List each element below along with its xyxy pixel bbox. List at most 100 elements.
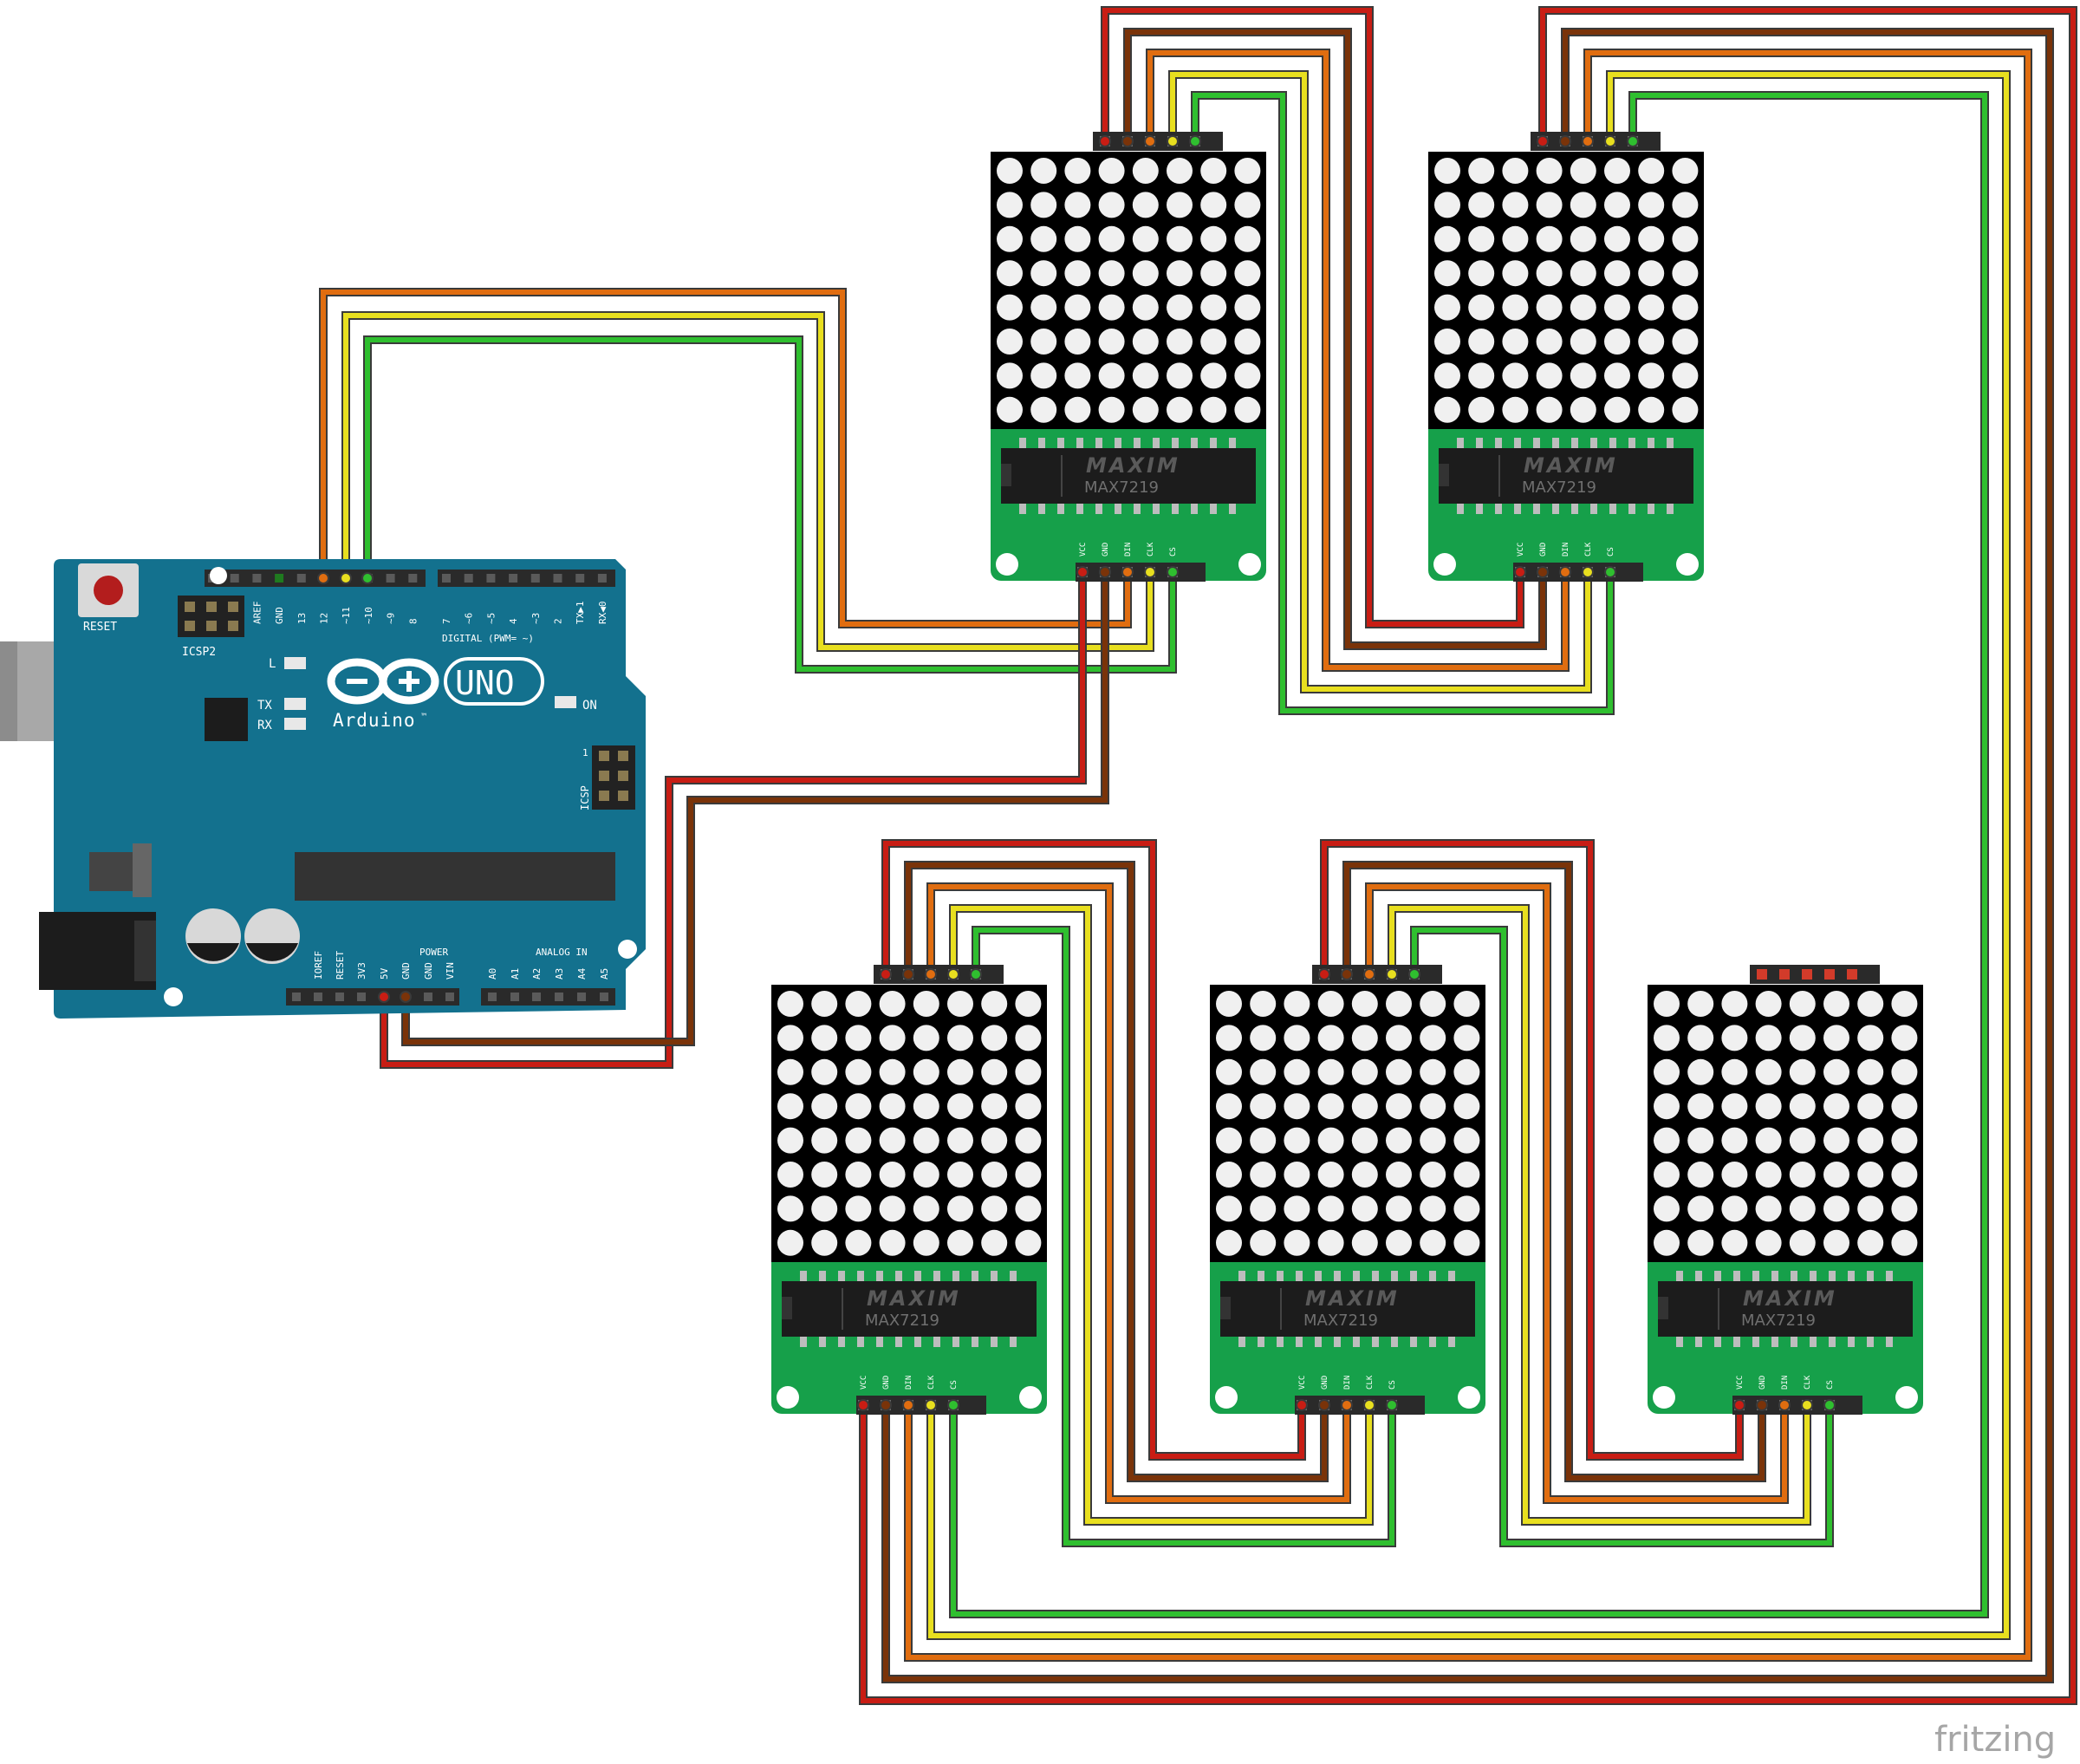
module-top-pin [1847,969,1857,980]
chip-brand: MAXIM [1743,1286,1837,1311]
led-dot [879,1127,906,1154]
wire-endpoints [317,135,1836,1411]
icsp-label: ICSP [579,785,591,810]
wire-m3-m2-cs [951,93,1987,1617]
wire-end [947,1399,959,1411]
module-pin-label: DIN [1562,543,1570,557]
chip-leg [1791,1271,1797,1281]
atmega-chip [295,852,615,901]
max7219-chip [782,1281,1037,1337]
led-dot [811,1127,838,1154]
wire-end [361,572,374,584]
led-dot [1453,1229,1480,1256]
digital-pin-hole [486,574,496,583]
led-dot [1216,1058,1242,1085]
chip-leg [1628,438,1635,448]
chip-leg [1829,1337,1836,1347]
wire-end [1733,1399,1745,1411]
led-dot [1317,1093,1344,1120]
chip-leg [1457,438,1464,448]
wire-end [1823,1399,1836,1411]
led-dot [1536,329,1563,355]
led-dot [1891,1162,1918,1188]
chip-leg [1076,438,1083,448]
chip-part-number: MAX7219 [1741,1312,1816,1330]
led-dot [1216,1229,1242,1256]
module-top-header [1531,132,1661,151]
led-dot [1200,260,1227,287]
led-dot [1453,991,1480,1017]
led-dot [913,1162,939,1188]
l-led [284,657,306,669]
led-dot [1234,329,1261,355]
led-dot [1030,192,1057,218]
chip-leg [1153,438,1160,448]
led-dot [1891,1025,1918,1051]
power-pin-label: VIN [445,962,456,980]
led-dot [1030,225,1057,252]
module-top-header [1093,132,1223,151]
digital-pin-hole [408,574,418,583]
module-pin-label: GND [1758,1376,1767,1390]
wire-end [1099,135,1111,147]
chip-leg [1410,1337,1417,1347]
chip-leg [1258,1337,1264,1347]
led-dot [1234,225,1261,252]
chip-leg [1676,1337,1683,1347]
led-dot [1857,1093,1884,1120]
led-dot [1284,1162,1310,1188]
led-dot [997,158,1023,184]
led-dot [845,1093,872,1120]
led-dot [1386,1025,1412,1051]
module-top-header [1312,965,1442,984]
led-dot [913,1127,939,1154]
module-pin-label: CS [1826,1380,1835,1390]
icsp-header [592,745,635,810]
led-dot [1284,1229,1310,1256]
analog-label: ANALOG IN [536,947,588,958]
icsp2-pin [206,602,217,612]
chip-leg [838,1337,845,1347]
module-bottom-header [1295,1396,1425,1415]
led-dot [1604,329,1630,355]
digital-pin-hole [530,574,540,583]
led-dot [1502,158,1529,184]
led-dot [1721,1229,1748,1256]
led-dot [947,1058,973,1085]
chip-leg [1867,1271,1874,1281]
chip-leg [1810,1271,1817,1281]
icsp2-label: ICSP2 [182,646,216,659]
led-dot [1284,1058,1310,1085]
led-dot [1502,294,1529,321]
chip-leg [1315,1271,1322,1281]
chip-leg [1229,438,1236,448]
wire-m2-m1-gnd [1125,29,1545,648]
led-dot [1638,225,1665,252]
led-dot [1755,991,1782,1017]
led-dot [1132,225,1159,252]
mount-hole [618,940,637,959]
led-dot [1468,329,1495,355]
module-pin-label: GND [1539,543,1548,557]
led-dot [1672,260,1699,287]
chip-leg [1733,1337,1740,1347]
led-dot [1030,294,1057,321]
chip-leg [1571,438,1578,448]
led-dot [1536,158,1563,184]
wire-end [1121,566,1134,578]
chip-leg [1391,1271,1398,1281]
chip-leg [1476,504,1483,514]
led-dot [1604,260,1630,287]
module-pin-label: VCC [1079,543,1088,557]
chip-notch [1658,1297,1668,1319]
wire-m4-m3-gnd [906,862,1327,1481]
chip-leg [991,1337,998,1347]
power-pin-label: GND [400,962,412,980]
icsp2-pin [228,621,238,631]
module-pin-label: GND [1321,1376,1329,1390]
led-dot [1250,1195,1277,1222]
on-label: ON [582,699,597,713]
led-dot [1721,1025,1748,1051]
led-dot [1687,1025,1714,1051]
